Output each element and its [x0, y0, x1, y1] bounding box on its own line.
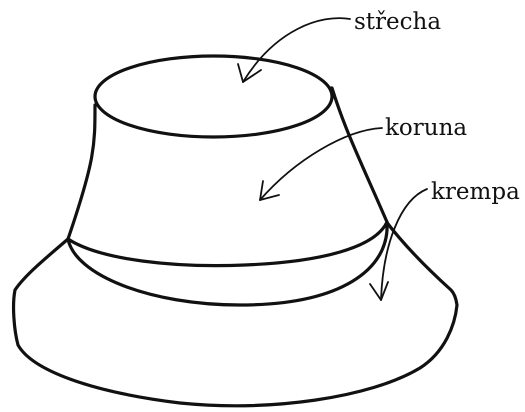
hat-roof [95, 56, 332, 137]
label-crown: koruna [385, 115, 467, 141]
label-brim: krempa [431, 179, 520, 205]
label-roof: střecha [354, 9, 441, 35]
